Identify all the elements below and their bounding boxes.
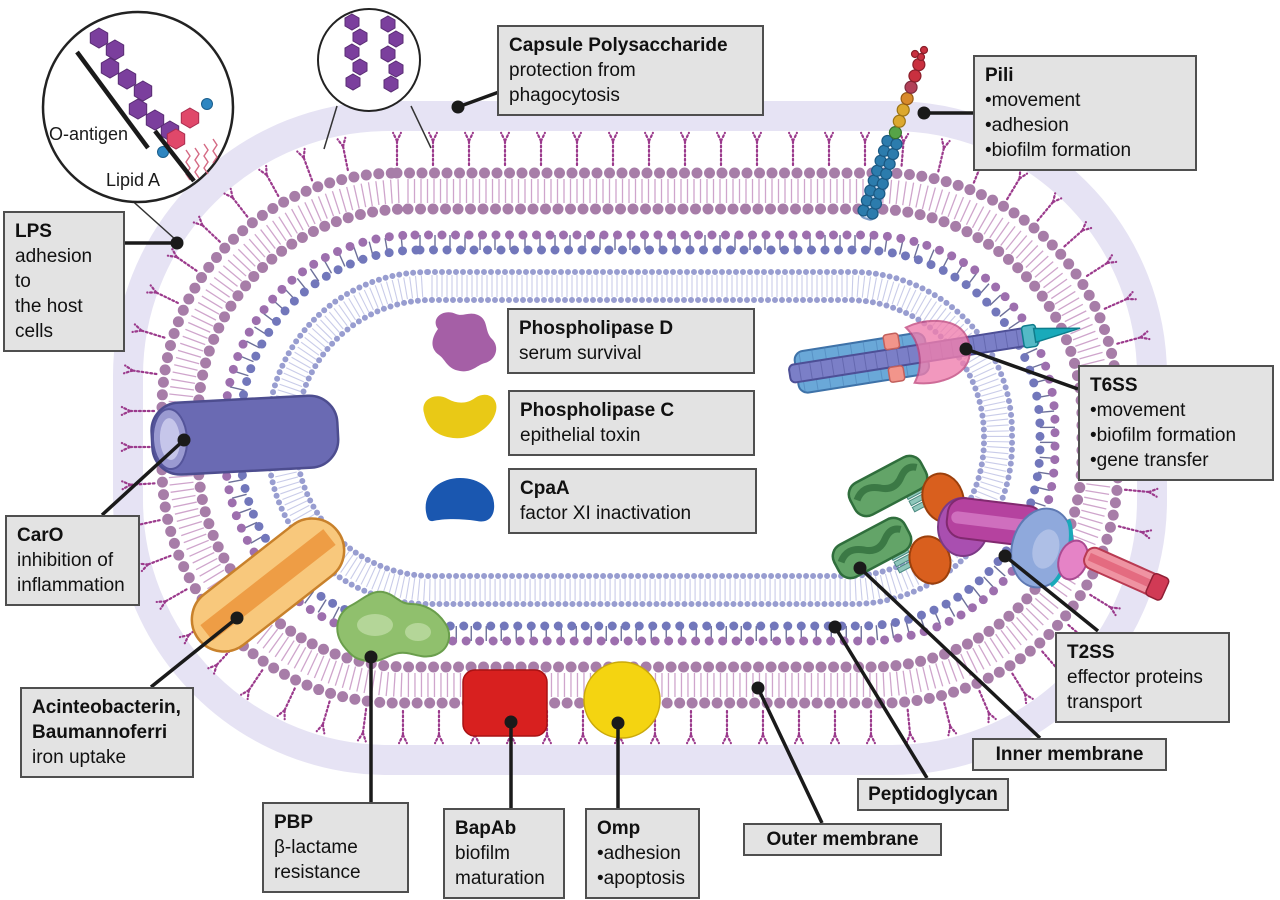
leader-inner-membrane — [858, 566, 1042, 740]
pilus-structure — [857, 45, 929, 221]
siderophore-receptor — [190, 517, 346, 653]
lps-label-title: LPS — [15, 221, 52, 242]
capsule-label-title: Capsule Polysaccharide — [509, 35, 728, 56]
leader-t6ss — [965, 347, 1079, 391]
phospholipase-c-blob — [423, 394, 497, 439]
leader-outer-membrane — [756, 687, 824, 824]
cpaa-blob — [425, 478, 495, 522]
pbp-label: PBP β-lactame resistance — [262, 802, 409, 894]
pili-label-title: Pili — [985, 65, 1014, 86]
phospholipase-c-label: Phospholipase C epithelial toxin — [508, 390, 755, 457]
lps-inset-circle: O-antigen Lipid A — [41, 10, 235, 241]
lipid-a-label: Lipid A — [106, 170, 160, 190]
o-antigen-label: O-antigen — [49, 124, 128, 144]
omp-label: Omp •adhesion •apoptosis — [585, 808, 700, 900]
caro-label: CarO inhibition of inflammation — [5, 515, 140, 607]
leader-peptidoglycan — [833, 626, 929, 779]
leader-caro — [100, 438, 186, 517]
t2ss-apparatus — [831, 454, 1170, 601]
lps-label: LPS adhesion to the host cells — [3, 211, 125, 353]
pbp-protein — [336, 590, 451, 663]
leader-capsule — [457, 90, 500, 109]
outer-membrane-label: Outer membrane — [743, 823, 942, 857]
peptidoglycan-label: Peptidoglycan — [857, 778, 1009, 812]
bapab-protein — [462, 669, 548, 737]
cpaa-label: CpaA factor XI inactivation — [508, 468, 757, 535]
bapab-label: BapAb biofilm maturation — [443, 808, 565, 900]
omp-protein — [583, 661, 661, 739]
lipid-a-group — [157, 98, 218, 181]
capsule-inset-circle — [317, 8, 432, 150]
pili-label: Pili •movement •adhesion •biofilm format… — [973, 55, 1197, 172]
capsule-polysaccharide-label: Capsule Polysaccharide protection from p… — [497, 25, 764, 117]
t6ss-label: T6SS •movement •biofilm formation •gene … — [1078, 365, 1274, 482]
siderophores-label: Acinteobacterin, Baumannoferri iron upta… — [20, 687, 194, 779]
leader-lines — [100, 90, 1100, 824]
t6ss-apparatus — [788, 319, 1081, 394]
t2ss-label: T2SS effector proteins transport — [1055, 632, 1230, 724]
leader-t2ss — [1003, 554, 1100, 633]
phospholipase-d-blob — [432, 312, 497, 372]
leader-dots — [170, 100, 1012, 730]
phospholipase-d-label: Phospholipase D serum survival — [507, 308, 755, 375]
inner-membrane-label: Inner membrane — [972, 738, 1167, 772]
caro-channel — [150, 394, 340, 476]
leader-siderophores — [149, 616, 239, 689]
